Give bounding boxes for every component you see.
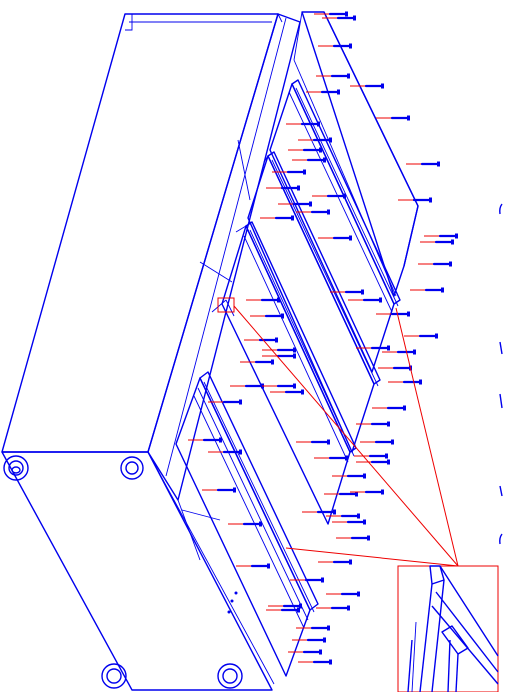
screw-head [381, 83, 384, 89]
detail-source-box [217, 297, 235, 313]
hole-dot [230, 599, 234, 603]
screw-head [407, 311, 410, 317]
drawer-front-3 [221, 221, 357, 525]
screw-head [233, 487, 236, 493]
screw-head [455, 233, 458, 239]
screw-head [419, 379, 422, 385]
screw-head [387, 421, 390, 427]
screw-head [219, 437, 222, 443]
screw-head [337, 89, 340, 95]
screw-head [239, 399, 242, 405]
screws [188, 11, 458, 665]
foot-bottom-right [217, 663, 243, 689]
screw-head [329, 137, 332, 143]
top-panel [293, 11, 419, 297]
screw-head [293, 383, 296, 389]
screw-head [391, 439, 394, 445]
screw-head [321, 577, 324, 583]
detail-callout [217, 297, 499, 692]
screw-head [429, 197, 432, 203]
screw-head [259, 521, 262, 527]
screw-head [451, 239, 454, 245]
screw-head [293, 347, 296, 353]
screw-head [239, 449, 242, 455]
screw-head [323, 157, 326, 163]
screw-head [387, 459, 390, 465]
screw-head [327, 439, 330, 445]
screw-head [275, 337, 278, 343]
detail-view-frame [397, 565, 499, 692]
foot-bottom-left [101, 663, 127, 689]
screw-head [449, 261, 452, 267]
screw-head [349, 43, 352, 49]
screw-head [413, 349, 416, 355]
screw-head [303, 169, 306, 175]
screw-head [317, 121, 320, 127]
foot-top-left [3, 455, 29, 481]
screw-head [319, 147, 322, 153]
cabinet-body [1, 13, 301, 691]
screw-head [299, 603, 302, 609]
screw-head [379, 297, 382, 303]
screw-head [297, 185, 300, 191]
screw-head [281, 313, 284, 319]
screw-head [343, 193, 346, 199]
screw-head [407, 115, 410, 121]
screw-head [441, 287, 444, 293]
screw-head [345, 455, 348, 461]
screw-head [297, 607, 300, 613]
screw-head [291, 215, 294, 221]
drawer-front-2 [247, 151, 381, 453]
screw-head [403, 405, 406, 411]
screw-head [357, 591, 360, 597]
drawer-front-4 [175, 371, 319, 677]
screw-head [309, 201, 312, 207]
foot-top-right [120, 456, 144, 480]
screw-head [323, 637, 326, 643]
screw-head [319, 649, 322, 655]
screw-head [385, 453, 388, 459]
screw-head [387, 345, 390, 351]
screw-head [277, 297, 280, 303]
margin-marks [499, 203, 503, 545]
hole-dot [234, 591, 238, 595]
screw-head [363, 473, 366, 479]
screw-head [345, 11, 348, 17]
screw-head [329, 659, 332, 665]
screw-head [437, 161, 440, 167]
screw-head [355, 491, 358, 497]
screw-head [301, 389, 304, 395]
screw-head [271, 359, 274, 365]
screw-head [349, 559, 352, 565]
screw-head [381, 489, 384, 495]
screw-head [327, 209, 330, 215]
screw-head [361, 289, 364, 295]
drawer-rails [211, 155, 269, 317]
screw-head [363, 519, 366, 525]
detail-view-contents [407, 565, 499, 692]
screw-head [347, 605, 350, 611]
screw-head [327, 625, 330, 631]
screw-head [293, 353, 296, 359]
screw-head [333, 509, 336, 515]
screw-head [357, 513, 360, 519]
screw-head [435, 333, 438, 339]
screw-head [353, 15, 356, 21]
screw-head [367, 535, 370, 541]
screw-head [347, 73, 350, 79]
screw-head [349, 235, 352, 241]
screw-head [267, 563, 270, 569]
hole-dot [227, 610, 231, 614]
drawer-front-1 [269, 79, 401, 373]
